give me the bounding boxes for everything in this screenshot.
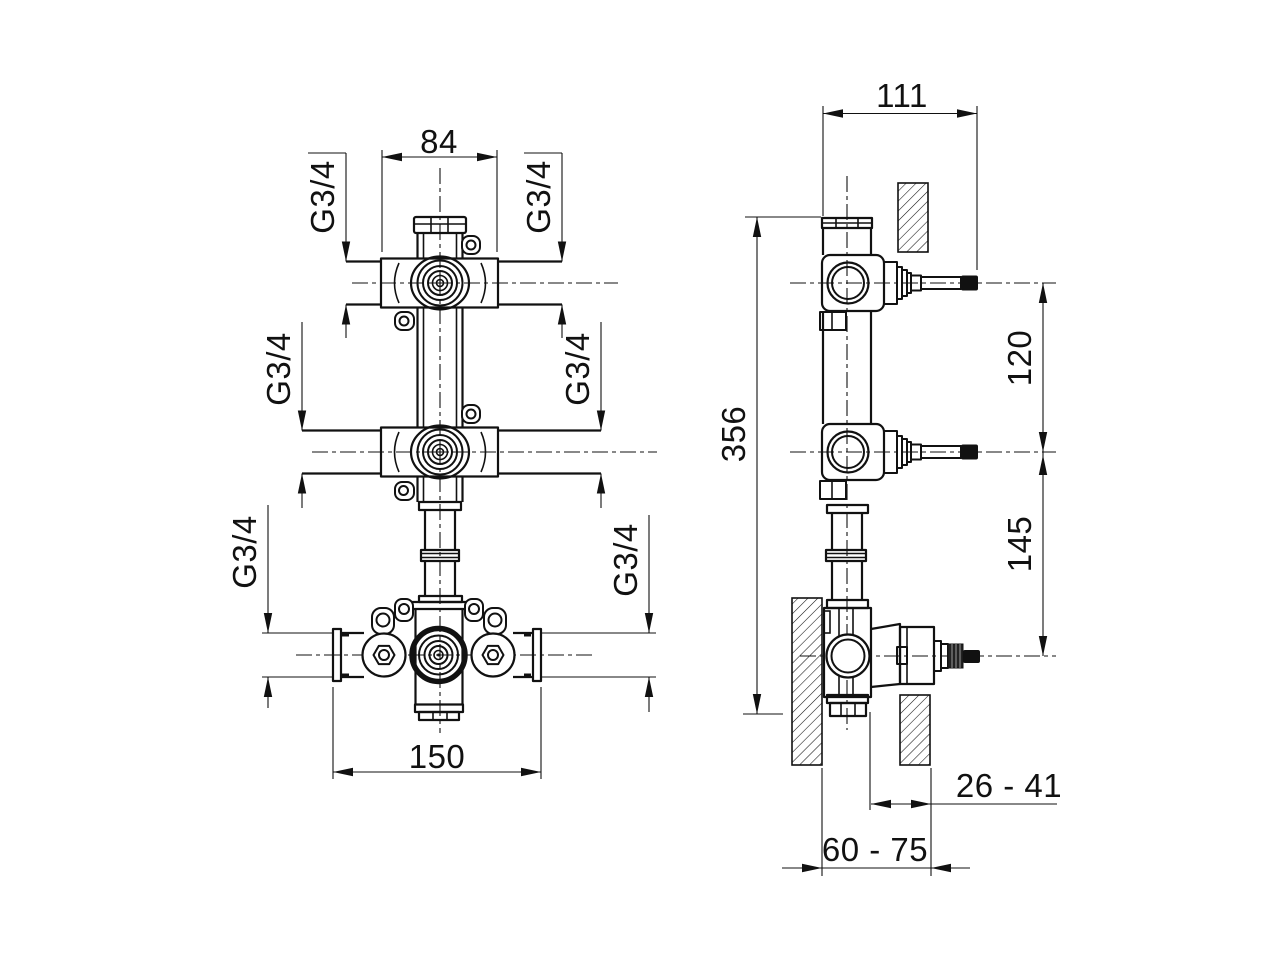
- pipe-right: [498, 260, 562, 306]
- mounting-ear: [461, 404, 481, 424]
- valve-middle-side: [819, 422, 978, 500]
- connector-pipe-front: [416, 476, 464, 596]
- mounting-ear: [461, 235, 481, 255]
- valve-top-front: [346, 235, 562, 331]
- thread-label: G3/4: [304, 160, 341, 234]
- thread-label: G3/4: [607, 523, 644, 597]
- mounting-ear: [464, 598, 484, 622]
- stem-tip: [961, 444, 978, 460]
- connector-pipe-side: [824, 503, 870, 600]
- stem-tip: [961, 275, 978, 291]
- thread-callout-bottom-left: G3/4: [226, 505, 273, 708]
- thread-label: G3/4: [559, 332, 596, 406]
- thread-callout-middle-right: G3/4: [559, 322, 606, 508]
- pipe-left: [302, 429, 381, 475]
- cartridge-slot-cross: [431, 274, 449, 292]
- thread-label: G3/4: [226, 515, 263, 589]
- mounting-ear-side: [819, 311, 847, 331]
- dim-150: 150: [332, 687, 542, 779]
- mounting-ear: [394, 311, 415, 331]
- thread-callout-middle-left: G3/4: [260, 322, 307, 508]
- stem-tip: [963, 650, 980, 663]
- thermostat-cartridge: [896, 625, 980, 686]
- mounting-ear-side: [819, 480, 847, 500]
- pipe-right: [498, 429, 601, 475]
- dim-60-75: 60 - 75: [782, 768, 970, 876]
- dim-111-label: 111: [876, 77, 928, 114]
- wall-hatch-front: [899, 694, 931, 766]
- dim-84: 84: [381, 123, 498, 252]
- side-port-left: [361, 632, 407, 678]
- dim-60-75-label: 60 - 75: [822, 831, 928, 868]
- thermostat-ring: [409, 625, 468, 685]
- dim-120: 120: [1001, 283, 1048, 452]
- mounting-ear: [394, 598, 414, 622]
- mounting-ear: [394, 481, 415, 501]
- wall-hatch-top: [897, 182, 929, 253]
- dim-356: 356: [715, 216, 821, 715]
- dim-356-label: 356: [715, 406, 752, 463]
- cartridge-slot-cross: [431, 443, 449, 461]
- top-cap: [412, 215, 468, 259]
- thread-callout-top-left: G3/4: [304, 152, 351, 338]
- wall-hatch-back: [791, 597, 823, 766]
- dim-150-label: 150: [409, 738, 466, 775]
- dim-120-label: 120: [1001, 330, 1038, 387]
- thread-label: G3/4: [520, 160, 557, 234]
- fixing-screw: [823, 610, 831, 634]
- valve-middle-front: [302, 404, 601, 501]
- side-port-right: [470, 632, 516, 678]
- dim-145-label: 145: [1001, 516, 1038, 573]
- mounting-ear: [483, 607, 507, 635]
- dim-26-41-label: 26 - 41: [956, 767, 1062, 804]
- front-view: 84 150 G3/4 G3/4 G3/4: [226, 123, 657, 779]
- side-view: 111 356 120 145 26 - 41: [715, 77, 1062, 876]
- mounting-ear: [371, 607, 395, 635]
- pipe-left: [346, 260, 381, 306]
- valve-thermostatic-front: [262, 594, 656, 722]
- dim-84-label: 84: [420, 123, 458, 160]
- thread-callout-top-right: G3/4: [520, 152, 567, 338]
- dim-26-41: 26 - 41: [869, 712, 1062, 876]
- dim-111: 111: [822, 77, 978, 270]
- thread-callout-bottom-right: G3/4: [607, 515, 654, 712]
- valve-top-side: [819, 253, 978, 331]
- dim-145: 145: [1001, 452, 1048, 656]
- thread-label: G3/4: [260, 332, 297, 406]
- valve-thermostatic-side: [822, 598, 980, 718]
